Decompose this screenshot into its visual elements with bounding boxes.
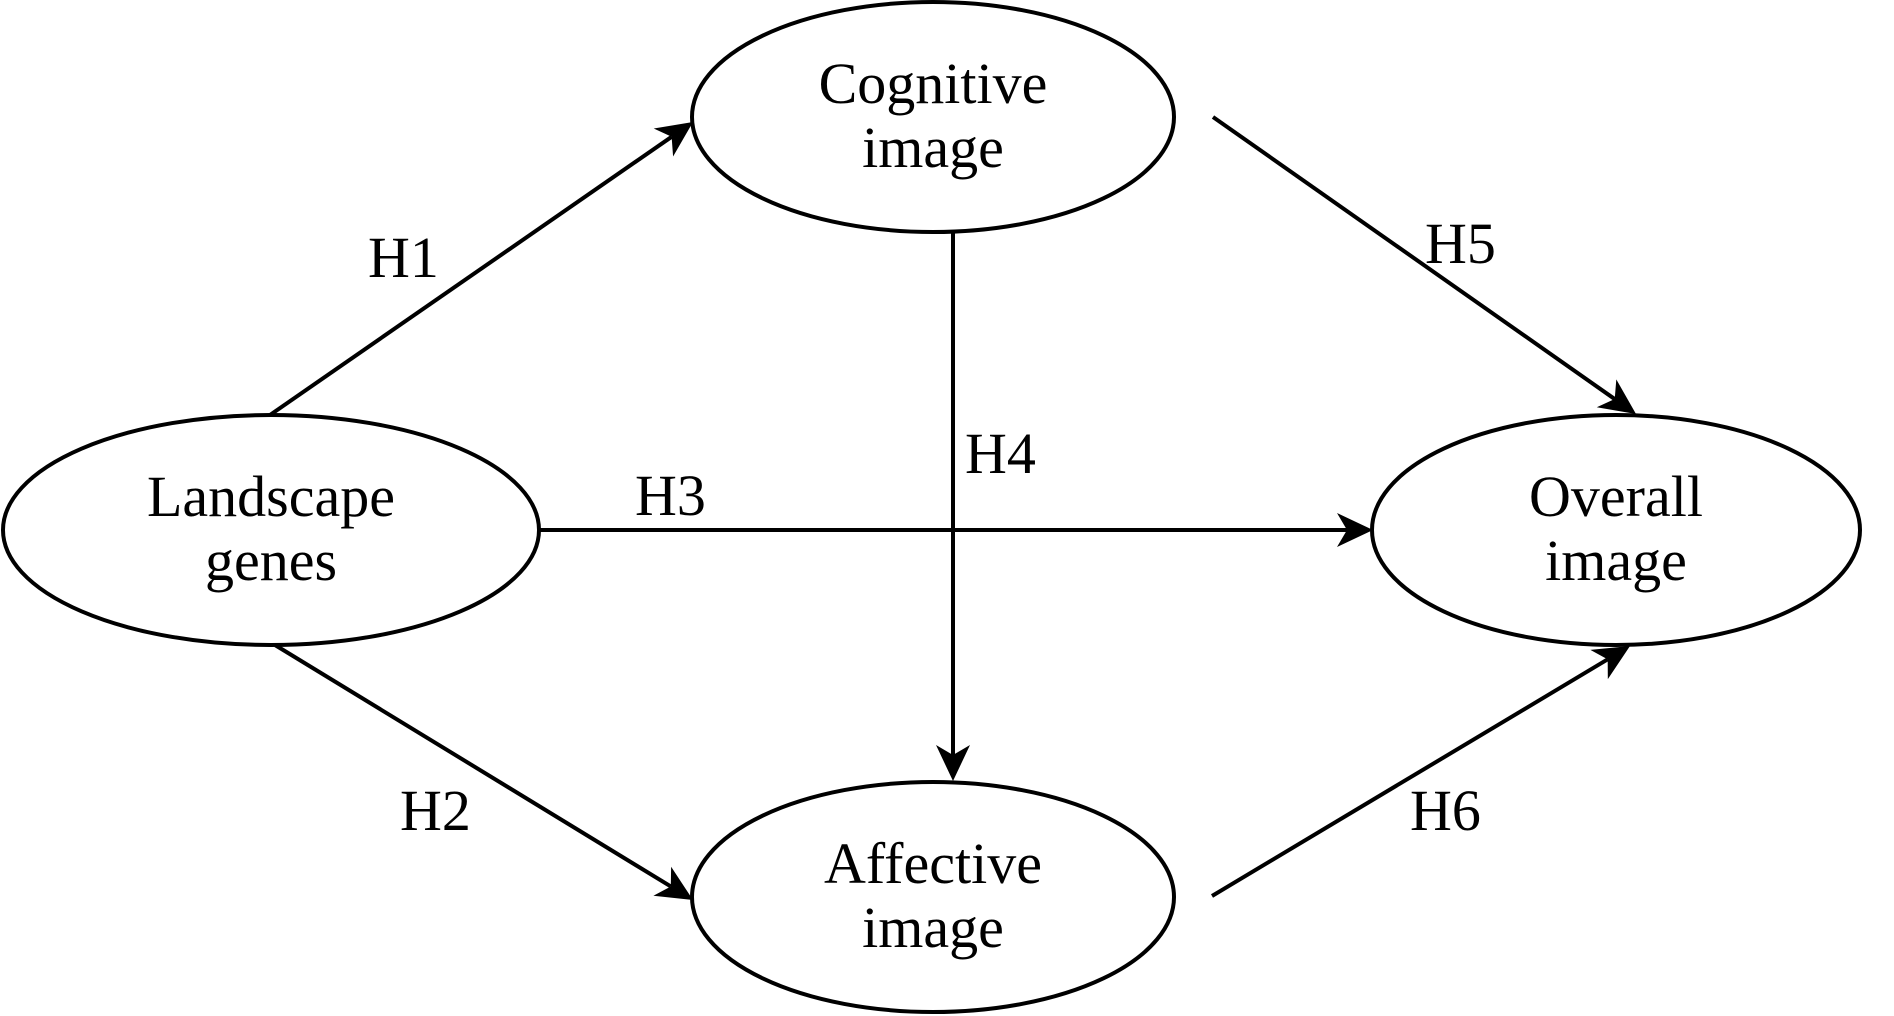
arrowhead-icon — [1596, 379, 1636, 414]
node-label-line: image — [862, 895, 1004, 960]
edge-line — [273, 643, 672, 889]
edge-label-h3: H3 — [635, 463, 706, 528]
edge-label-h5: H5 — [1425, 211, 1496, 276]
edge-h4 — [936, 233, 970, 781]
node-ellipse — [690, 0, 1176, 234]
node-ellipse — [1370, 413, 1862, 647]
node-ellipse — [1, 413, 541, 647]
edge-line — [268, 135, 673, 417]
arrowhead-icon — [936, 745, 970, 781]
edge-h3 — [539, 513, 1373, 547]
node-label-line: Cognitive — [819, 51, 1048, 116]
node-label-line: image — [862, 115, 1004, 180]
arrowhead-icon — [1337, 513, 1373, 547]
node-label-line: image — [1545, 528, 1687, 593]
edge-label-h6: H6 — [1410, 778, 1481, 843]
edge-h2 — [273, 643, 693, 900]
node-label-line: genes — [205, 528, 337, 593]
node-ellipse — [690, 780, 1176, 1014]
edge-h5 — [1211, 115, 1636, 414]
edge-label-h2: H2 — [400, 778, 471, 843]
arrowhead-icon — [1590, 646, 1630, 680]
node-label-line: Affective — [824, 831, 1042, 896]
arrowhead-icon — [653, 866, 693, 900]
edge-line — [1210, 657, 1609, 898]
edge-h6 — [1210, 646, 1630, 898]
edges — [268, 115, 1636, 900]
edge-line — [1211, 115, 1616, 401]
arrowhead-icon — [653, 122, 693, 157]
node-label-line: Overall — [1529, 464, 1703, 529]
edge-label-h1: H1 — [368, 225, 439, 290]
edge-label-h4: H4 — [965, 421, 1036, 486]
edge-h1 — [268, 122, 693, 417]
node-label-line: Landscape — [147, 464, 395, 529]
